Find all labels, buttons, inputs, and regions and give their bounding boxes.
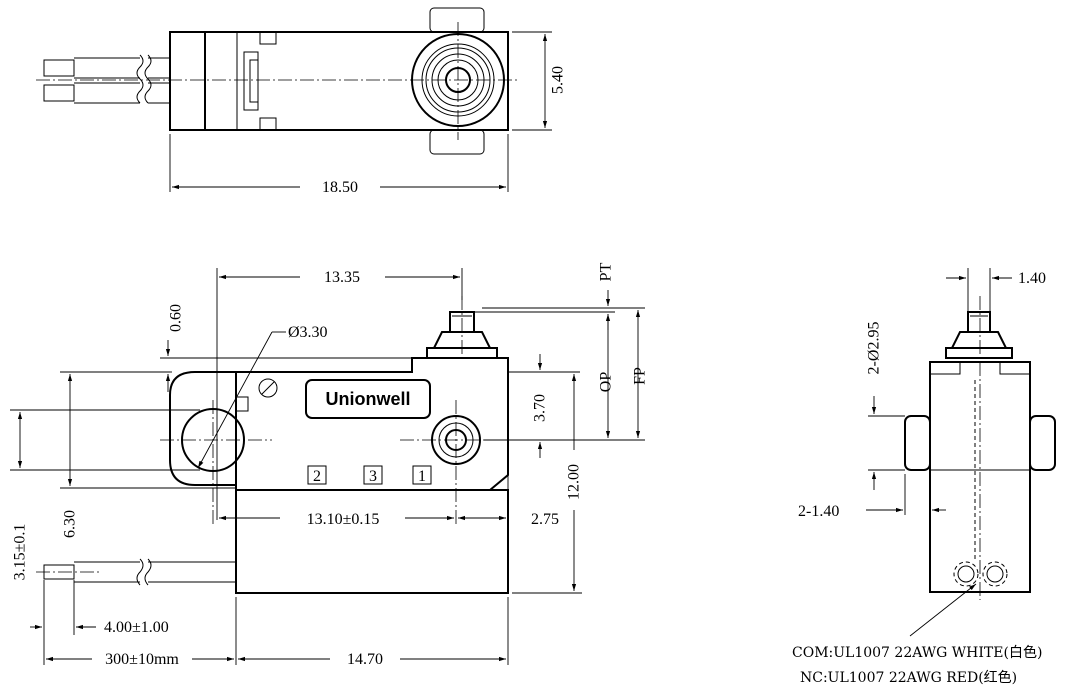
- dim-op: OP: [598, 372, 615, 393]
- dim-18-50: 18.50: [322, 179, 358, 196]
- terminal-labels: 2 3 1: [307, 465, 432, 485]
- terminal-1: 1: [418, 468, 426, 485]
- front-view: Unionwell 2 3 1: [10, 262, 649, 668]
- brand-logo: Unionwell: [326, 389, 411, 409]
- dim-side-2-1-40: 2-1.40: [798, 503, 839, 520]
- dim-pt: PT: [598, 262, 615, 281]
- dim-13-10: 13.10±0.15: [307, 511, 380, 528]
- top-wires: [43, 54, 170, 104]
- note-com-wire: COM:UL1007 22AWG WHITE(白色): [792, 644, 1042, 661]
- logo-box: [305, 379, 431, 419]
- dim-side-1-40-top: 1.40: [1018, 270, 1046, 287]
- front-wire: [43, 558, 236, 586]
- terminal-2: 2: [313, 468, 321, 485]
- dim-hole-diameter: Ø3.30: [288, 324, 328, 341]
- side-view: 1.40 2-Ø2.95 2-1.40 COM:UL1007 22AWG WHI…: [792, 268, 1056, 686]
- dim-2-75: 2.75: [531, 511, 559, 528]
- dim-3-70: 3.70: [532, 394, 549, 422]
- dim-wire-length: 300±10mm: [105, 651, 179, 668]
- dim-14-70: 14.70: [347, 651, 383, 668]
- dim-side-2-2-95: 2-Ø2.95: [866, 322, 883, 375]
- dim-6-30: 6.30: [62, 510, 79, 538]
- dim-3-15: 3.15±0.1: [12, 524, 29, 581]
- dim-4-00: 4.00±1.00: [104, 619, 169, 636]
- terminal-3: 3: [369, 468, 377, 485]
- top-body: [169, 31, 509, 131]
- front-housing: [235, 489, 509, 594]
- front-body: [169, 357, 509, 491]
- dim-fp: FP: [632, 367, 649, 385]
- dim-12-00: 12.00: [566, 464, 583, 500]
- dim-0-60: 0.60: [168, 304, 185, 332]
- dim-13-35: 13.35: [324, 269, 360, 286]
- note-nc-wire: NC:UL1007 22AWG RED(红色): [800, 669, 1017, 686]
- dim-5-40: 5.40: [550, 66, 567, 94]
- top-view: 5.40 18.50: [36, 7, 567, 196]
